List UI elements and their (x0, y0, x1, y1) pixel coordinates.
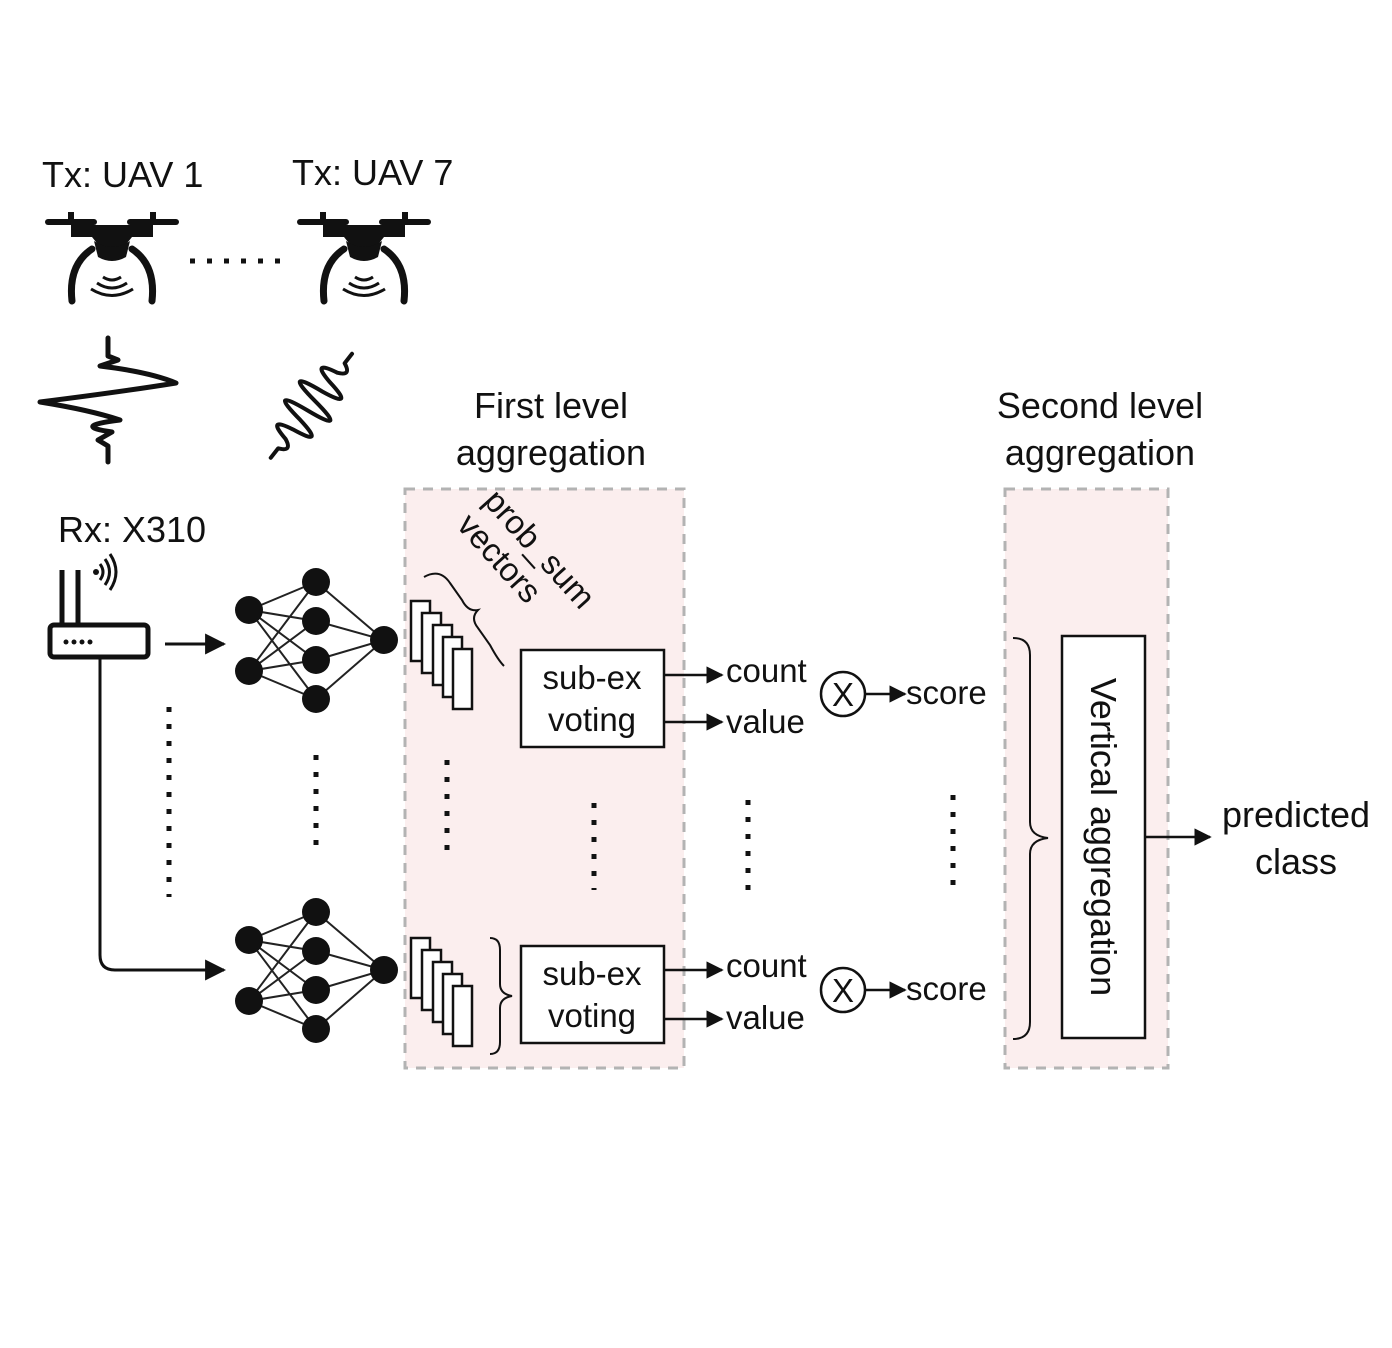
nn-node (235, 657, 263, 685)
nn-node (302, 976, 330, 1004)
nn-node (302, 646, 330, 674)
scores-brace (1012, 637, 1049, 1040)
predicted-class-line2: class (1255, 841, 1337, 882)
drone-icon-7 (297, 212, 431, 305)
router-icon (47, 553, 151, 660)
signal-waveform-2 (268, 351, 355, 460)
nn-node (370, 956, 398, 984)
neural-network-icon-top (235, 568, 398, 713)
prob-sum-vector-stack-top (409, 599, 474, 711)
predicted-class-line1: predicted (1222, 794, 1370, 835)
score-label-top: score (906, 674, 987, 711)
prob-sum-vector-stack-bottom (409, 936, 474, 1048)
second-level-title-line2: aggregation (1005, 432, 1195, 473)
first-level-title-line2: aggregation (456, 432, 646, 473)
second-level-title-line1: Second level (997, 385, 1203, 426)
voting-line2-bottom: voting (548, 997, 636, 1034)
multiply-node-bottom: X (819, 966, 867, 1014)
nn-node (302, 607, 330, 635)
drone-icon-1 (45, 212, 179, 305)
signal-waveform-1 (37, 335, 179, 465)
vectors-brace-bottom (489, 937, 513, 1055)
nn-node (235, 596, 263, 624)
sub-ex-voting-box-top: sub-ex voting (519, 648, 666, 749)
nn-edge (315, 639, 385, 700)
sub-ex-voting-box-bottom: sub-ex voting (519, 944, 666, 1045)
nn-node (302, 898, 330, 926)
nn-edge (315, 581, 385, 641)
rx-to-nn-arrow-bottom (98, 657, 227, 981)
nn-node (302, 1015, 330, 1043)
multiply-symbol-top: X (832, 676, 854, 713)
nn-node (235, 987, 263, 1015)
multiply-symbol-bottom: X (832, 972, 854, 1009)
vertical-aggregation-label: Vertical aggregation (1083, 678, 1124, 996)
voting-line1-top: sub-ex (542, 659, 642, 696)
nn-edge (315, 969, 385, 1030)
multiply-node-top: X (819, 670, 867, 718)
nn-edge (315, 911, 385, 971)
count-label-top: count (726, 652, 807, 689)
tx-uav-7-label: Tx: UAV 7 (292, 152, 453, 193)
nn-edge (248, 609, 317, 700)
nn-edge (248, 911, 317, 1002)
vertical-aggregation-box (1060, 634, 1147, 1040)
nn-node (370, 626, 398, 654)
score-label-bottom: score (906, 970, 987, 1007)
count-label-bottom: count (726, 947, 807, 984)
rx-x310-label: Rx: X310 (58, 509, 206, 550)
first-level-title-line1: First level (474, 385, 628, 426)
voting-line1-bottom: sub-ex (542, 955, 642, 992)
nn-node (302, 685, 330, 713)
nn-node (302, 568, 330, 596)
tx-uav-1-label: Tx: UAV 1 (42, 154, 203, 195)
voting-line2-top: voting (548, 701, 636, 738)
nn-edge (248, 581, 317, 672)
nn-edge (248, 939, 317, 1030)
nn-node (302, 937, 330, 965)
vectors-brace-top (423, 572, 505, 667)
value-label-bottom: value (726, 999, 805, 1036)
value-label-top: value (726, 703, 805, 740)
neural-network-icon-bottom (235, 898, 398, 1043)
nn-node (235, 926, 263, 954)
